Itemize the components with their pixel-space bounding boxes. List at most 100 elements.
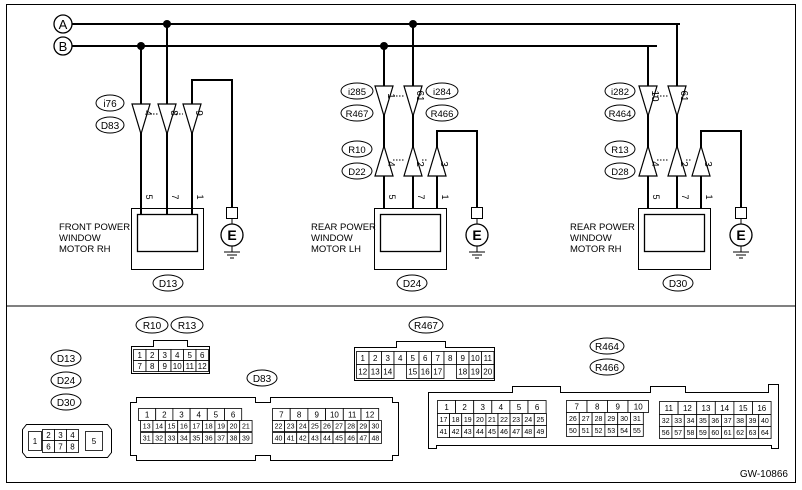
motor-label: REAR POWER bbox=[570, 222, 635, 233]
pin-cell bbox=[28, 431, 42, 451]
pin-label: 29 bbox=[607, 416, 615, 423]
pin-label: 7 bbox=[575, 403, 580, 412]
pin-label: 13 bbox=[371, 368, 380, 377]
pin-label: 2 bbox=[162, 411, 167, 420]
motor-connector: D30 bbox=[669, 279, 688, 290]
pin-number: 4 bbox=[649, 161, 660, 167]
ground-label: E bbox=[472, 227, 481, 243]
pin-cell bbox=[195, 360, 209, 372]
pin-number: 9 bbox=[193, 110, 204, 116]
pin-label: 18 bbox=[205, 424, 213, 431]
pin-number: 4 bbox=[385, 161, 396, 167]
pin-label: 8 bbox=[297, 411, 302, 420]
pin-label: 37 bbox=[724, 418, 732, 425]
connector-ref-oval bbox=[246, 369, 278, 387]
pin-label: 61 bbox=[724, 430, 732, 437]
pin-label: 6 bbox=[46, 443, 51, 452]
pin-label: 37 bbox=[217, 436, 225, 443]
pin-label: 43 bbox=[311, 436, 319, 443]
pin-label: 5 bbox=[517, 403, 522, 412]
connector-ref-oval bbox=[340, 104, 374, 122]
pin-label: 16 bbox=[421, 368, 430, 377]
pin-label: 5 bbox=[214, 411, 219, 420]
connector-ref-oval bbox=[340, 82, 374, 100]
motor-pin: 7 bbox=[416, 194, 426, 199]
connector-ref-oval bbox=[425, 82, 459, 100]
connector-ref: R467 bbox=[346, 109, 369, 120]
pin-label: 23 bbox=[512, 417, 520, 424]
pin-label: 14 bbox=[383, 368, 392, 377]
motor-label: FRONT POWER bbox=[59, 222, 130, 233]
pin-label: 53 bbox=[607, 428, 615, 435]
pin-number: 3 bbox=[702, 161, 713, 167]
pin-connector bbox=[638, 85, 658, 119]
pin-label: 41 bbox=[287, 436, 295, 443]
pin-label: 45 bbox=[488, 429, 496, 436]
connector-ref: R467 bbox=[414, 321, 438, 332]
pin-label: 1 bbox=[361, 354, 366, 363]
pin-cell bbox=[368, 432, 382, 444]
pin-label: 28 bbox=[595, 416, 603, 423]
pin-label: 30 bbox=[371, 424, 379, 431]
pin-label: 9 bbox=[461, 354, 466, 363]
pin-label: 34 bbox=[180, 436, 188, 443]
pin-label: 14 bbox=[155, 424, 163, 431]
pin-label: 15 bbox=[408, 368, 417, 377]
pin-label: 40 bbox=[275, 436, 283, 443]
connector-ref-oval bbox=[341, 162, 373, 180]
pin-label: 5 bbox=[92, 437, 97, 446]
pin-connector bbox=[403, 143, 423, 177]
pin-label: 8 bbox=[150, 362, 155, 371]
pin-label: 33 bbox=[168, 436, 176, 443]
pin-label: 15 bbox=[168, 424, 176, 431]
pin-label: 29 bbox=[359, 424, 367, 431]
pin-label: 36 bbox=[205, 436, 213, 443]
pin-label: 39 bbox=[749, 418, 757, 425]
pin-label: 48 bbox=[371, 436, 379, 443]
pin-label: 3 bbox=[481, 403, 486, 412]
pin-label: 35 bbox=[699, 418, 707, 425]
pin-label: 19 bbox=[471, 368, 480, 377]
motor-label: MOTOR RH bbox=[59, 244, 111, 255]
pin-connector bbox=[638, 143, 658, 177]
pin-connector bbox=[667, 143, 687, 177]
pin-label: 3 bbox=[179, 411, 184, 420]
bus-b-marker bbox=[53, 36, 73, 56]
connector-ref-oval bbox=[589, 337, 625, 355]
motor-pin: 5 bbox=[651, 194, 661, 199]
pin-label: 50 bbox=[569, 428, 577, 435]
pin-label: 1 bbox=[145, 411, 150, 420]
pin-number: 4 bbox=[142, 110, 153, 116]
pin-label: 23 bbox=[287, 424, 295, 431]
connector-ref-oval bbox=[95, 94, 125, 112]
pin-label: 14 bbox=[720, 404, 729, 413]
pin-label: 51 bbox=[582, 428, 590, 435]
pin-label: 28 bbox=[347, 424, 355, 431]
pin-label: 12 bbox=[365, 411, 374, 420]
pin-label: 21 bbox=[488, 417, 496, 424]
pin-label: 6 bbox=[423, 354, 428, 363]
pin-label: 38 bbox=[736, 418, 744, 425]
connector-ref: R10 bbox=[348, 145, 365, 156]
motor-pin: 7 bbox=[170, 194, 180, 199]
pin-label: 47 bbox=[359, 436, 367, 443]
pin-label: 24 bbox=[299, 424, 307, 431]
pin-label: 4 bbox=[70, 431, 75, 440]
diagram-border bbox=[6, 4, 796, 483]
pin-cell bbox=[368, 420, 382, 432]
connector-ref: D83 bbox=[101, 121, 120, 132]
connector-ref: R464 bbox=[609, 109, 632, 120]
motor-pin: 5 bbox=[387, 194, 397, 199]
pin-label: 1 bbox=[444, 403, 449, 412]
pin-label: 55 bbox=[633, 428, 641, 435]
connector-ref: D13 bbox=[57, 354, 76, 365]
pin-label: 45 bbox=[335, 436, 343, 443]
ground-terminal bbox=[226, 207, 238, 219]
pin-label: 31 bbox=[143, 436, 151, 443]
pin-label: 47 bbox=[512, 429, 520, 436]
pin-label: 12 bbox=[358, 368, 367, 377]
pin-label: 18 bbox=[452, 417, 460, 424]
pin-label: 6 bbox=[231, 411, 236, 420]
connector-ref: i282 bbox=[611, 87, 629, 98]
